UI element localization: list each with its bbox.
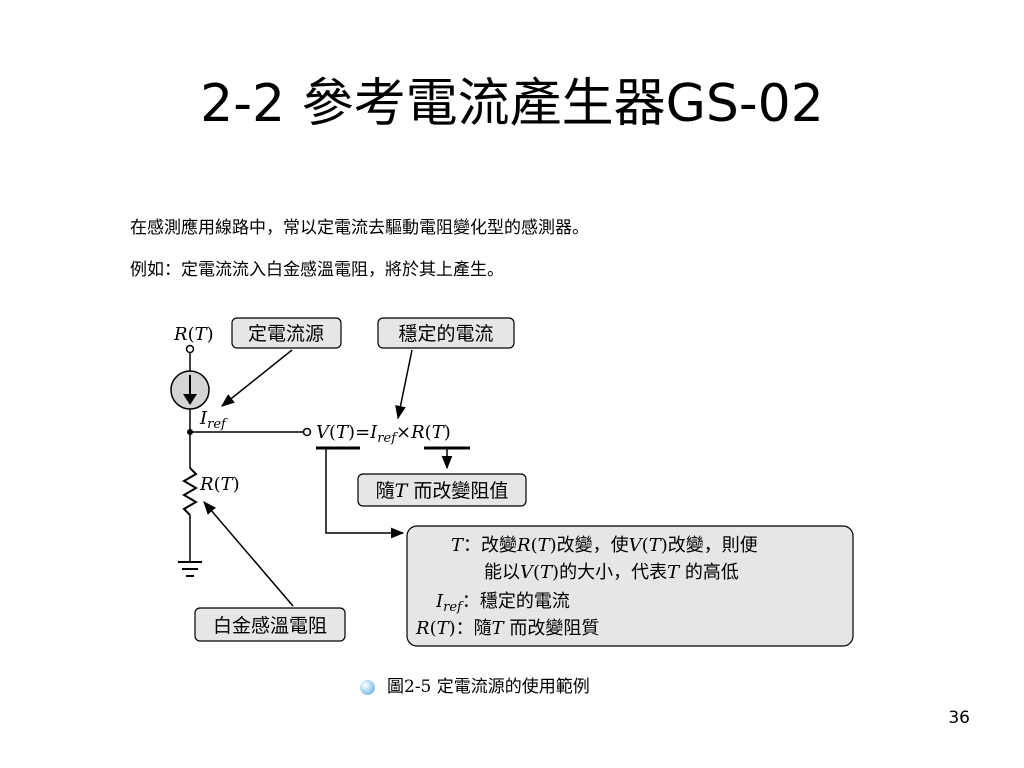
current-label: Iref (199, 408, 228, 432)
explanation-row-4: R(T)：隨T 而改變阻質 (415, 618, 599, 639)
arrow-constant-current-source (220, 349, 293, 407)
current-source-symbol (170, 370, 210, 410)
callout-stable-current: 穩定的電流 (398, 323, 493, 345)
explanation-row-3: Iref：穩定的電流 (435, 591, 570, 615)
callout-constant-current-source: 定電流源 (248, 323, 324, 345)
output-terminal (302, 427, 312, 437)
figure-caption-text: 圖2-5 定電流源的使用範例 (387, 677, 590, 697)
explanation-row-1: T：改變R(T)改變，使V(T)改變，則便 (451, 535, 758, 556)
callout-platinum-resistor: 白金感溫電阻 (213, 615, 327, 637)
ground-symbol (178, 561, 202, 577)
arrow-stable-current (395, 349, 413, 420)
top-node-label: R(T) (173, 324, 214, 345)
callout-box-platinum-resistor (194, 607, 346, 642)
slide-title: 2-2 參考電流產生器GS-02 (200, 74, 824, 134)
top-terminal (185, 344, 195, 354)
explanation-row-2: 能以V(T)的大小，代表T 的高低 (484, 562, 739, 583)
callout-resistance-varies: 隨T 而改變阻值 (376, 480, 509, 502)
voltage-equation: V(T)=Iref×R(T) (316, 422, 451, 446)
figure-caption: 圖2-5 定電流源的使用範例 (360, 676, 590, 698)
arrow-platinum-resistor (203, 500, 294, 607)
resistor-label: R(T) (199, 474, 240, 495)
arrow-voltage-explanation (325, 448, 405, 539)
callout-box-resistance-varies (357, 473, 527, 507)
resistor-symbol (182, 467, 198, 516)
explanation-box (406, 525, 854, 647)
body-line-2: 例如：定電流流入白金感溫電阻，將於其上產生。 (130, 260, 504, 280)
bullet-icon (360, 679, 375, 695)
body-line-1: 在感測應用線路中，常以定電流去驅動電阻變化型的感測器。 (130, 218, 589, 238)
page-number: 36 (948, 708, 970, 728)
callout-box-constant-current-source (231, 317, 342, 349)
callout-box-stable-current (377, 317, 515, 349)
